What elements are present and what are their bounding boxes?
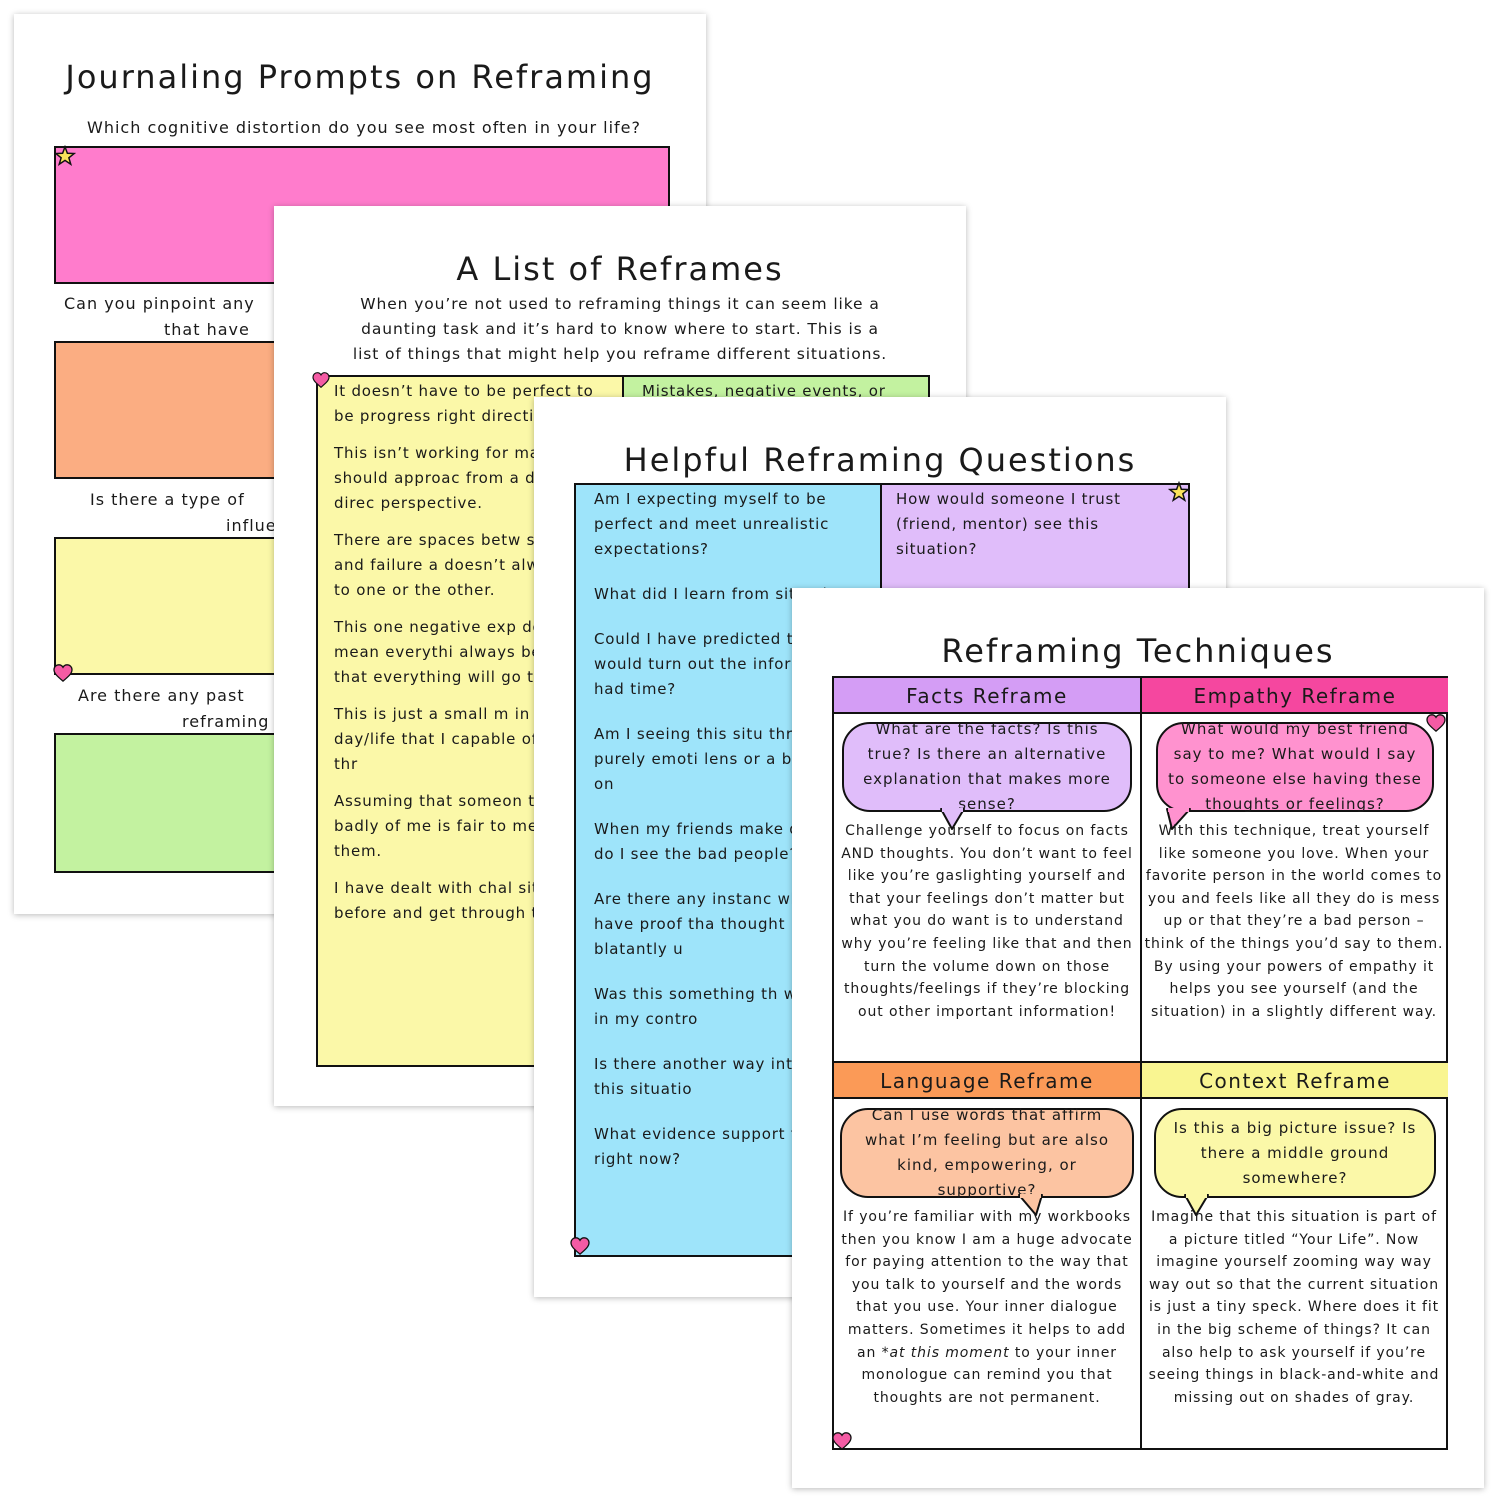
question-item: What did I learn from situation? [594, 585, 857, 603]
row-divider [834, 1061, 1446, 1063]
list-item: It doesn’t have to be perfect to be prog… [334, 382, 594, 425]
prompt-2-line-2: that have [164, 320, 250, 339]
language-body-text: If you’re familiar with my workbooks the… [841, 1209, 1133, 1361]
list-item: I have dealt with chal situations before… [334, 879, 600, 922]
intro-text: When you’re not used to reframing things… [314, 292, 926, 367]
sheet-title: Journaling Prompts on Reframing [65, 58, 655, 96]
list-item: Mistakes, negative events, or [642, 382, 886, 400]
language-reframe-description: If you’re familiar with my workbooks the… [838, 1206, 1136, 1409]
heart-icon [53, 664, 73, 682]
intro-line-3: list of things that might help you refra… [352, 345, 888, 363]
star-icon [1168, 481, 1190, 502]
context-reframe-heading: Context Reframe [1142, 1063, 1448, 1099]
list-item: This isn’t working for maybe I should ap… [334, 444, 597, 512]
facts-question-bubble: What are the facts? Is this true? Is the… [842, 720, 1132, 813]
language-reframe-heading: Language Reframe [834, 1063, 1140, 1099]
heart-icon [832, 1432, 852, 1450]
question-item: How would someone I trust (friend, mento… [896, 490, 1121, 558]
techniques-grid: Facts Reframe Empathy Reframe Language R… [832, 676, 1448, 1450]
intro-line-2: daunting task and it’s hard to know wher… [361, 320, 879, 338]
question-item: Is there another way interpret this situ… [594, 1055, 844, 1098]
language-body-text-end: to your inner monologue can remind you t… [861, 1344, 1117, 1406]
star-icon [54, 145, 76, 166]
empathy-question-bubble: What would my best friend say to me? Wha… [1156, 720, 1434, 813]
heart-icon [1426, 714, 1446, 732]
prompt-2-line-1: Can you pinpoint any [64, 294, 255, 313]
prompt-4-line-2: reframing [182, 712, 270, 731]
facts-reframe-description: Challenge yourself to focus on facts AND… [841, 823, 1133, 1020]
prompt-4-line-1: Are there any past [78, 686, 245, 705]
speech-tail [940, 808, 965, 830]
question-item: Could I have predicted things would turn… [594, 630, 860, 698]
sheet-title: Helpful Reframing Questions [623, 441, 1137, 479]
speech-tail [1184, 1194, 1209, 1216]
sheet-title: A List of Reframes [456, 250, 784, 288]
question-item: Am I expecting myself to be perfect and … [594, 490, 830, 558]
list-item: This one negative exp doesn’t mean every… [334, 618, 601, 686]
reframing-techniques-sheet: Reframing Techniques Facts Reframe Empat… [792, 588, 1484, 1488]
question-item: Are there any instanc where I have proof… [594, 890, 839, 958]
empathy-reframe-heading: Empathy Reframe [1142, 678, 1448, 714]
empathy-reframe-description: With this technique, treat yourself like… [1144, 823, 1444, 1020]
prompt-3-line-1: Is there a type of [90, 490, 245, 509]
question-item: Was this something th was fully in my co… [594, 985, 857, 1028]
context-question-bubble: Is this a big picture issue? Is there a … [1154, 1108, 1436, 1198]
facts-reframe-heading: Facts Reframe [834, 678, 1140, 714]
prompt-3-line-2: influe [226, 516, 277, 535]
prompt-1: Which cognitive distortion do you see mo… [87, 118, 641, 137]
speech-tail [1166, 808, 1191, 830]
speech-tail [1018, 1194, 1043, 1216]
column-divider [1140, 678, 1142, 1448]
intro-line-1: When you’re not used to reframing things… [360, 295, 880, 313]
list-item: Assuming that someon thinks badly of me … [334, 792, 583, 860]
language-body-emphasis: *at this moment [881, 1344, 1010, 1361]
context-reframe-description: Imagine that this situation is part of a… [1148, 1209, 1440, 1406]
question-item: Am I seeing this situ through a purely e… [594, 725, 857, 793]
heart-icon [570, 1237, 590, 1255]
language-question-bubble: Can I use words that affirm what I’m fee… [840, 1106, 1134, 1199]
sheet-title: Reframing Techniques [941, 632, 1335, 670]
heart-icon [312, 372, 330, 388]
